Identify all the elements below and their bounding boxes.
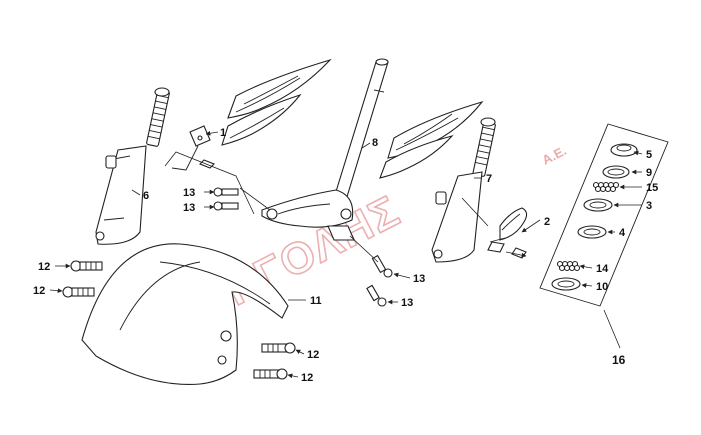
callout-13-a: 13 — [183, 187, 195, 199]
right-decal-graphic — [379, 100, 484, 179]
callout-11: 11 — [310, 295, 322, 307]
callout-3: 3 — [646, 200, 652, 212]
callout-10: 10 — [596, 281, 608, 293]
callout-6: 6 — [143, 190, 149, 202]
watermark-suffix: A.E. — [540, 143, 569, 168]
callout-labels: 1 2 3 4 5 6 7 8 9 10 11 12 12 12 12 13 1… — [33, 127, 658, 384]
front-fender — [81, 243, 289, 385]
bolts-13-lower — [366, 254, 393, 307]
bolts-12-left — [62, 260, 103, 298]
callout-13-c: 13 — [413, 273, 425, 285]
callout-13-d: 13 — [401, 297, 413, 309]
hose-bracket-left — [171, 125, 215, 171]
callout-12-d: 12 — [301, 372, 313, 384]
callout-5: 5 — [646, 149, 652, 161]
callout-9: 9 — [646, 167, 652, 179]
callout-1: 1 — [220, 127, 226, 139]
leader-lines — [49, 130, 643, 379]
bolts-12-right — [253, 342, 296, 380]
left-fork-leg — [95, 87, 170, 245]
callout-14: 14 — [596, 263, 609, 275]
steering-stem — [261, 58, 389, 241]
callout-15: 15 — [646, 182, 658, 194]
left-decal-graphic — [221, 58, 332, 146]
callout-7: 7 — [486, 173, 492, 185]
right-fork-leg — [431, 117, 496, 263]
callout-2: 2 — [544, 216, 550, 228]
callout-12-b: 12 — [33, 285, 45, 297]
callout-4: 4 — [619, 227, 626, 239]
bolt-pair-13-upper — [213, 187, 239, 211]
callout-12-c: 12 — [307, 349, 319, 361]
callout-12-a: 12 — [38, 261, 50, 273]
callout-8: 8 — [372, 137, 378, 149]
hose-clamp-right — [487, 207, 528, 259]
ball-bearings-upper — [592, 181, 620, 193]
callout-13-b: 13 — [183, 202, 195, 214]
callout-16: 16 — [612, 353, 626, 367]
ball-bearings-lower — [556, 260, 581, 272]
steering-bearing-kit — [539, 123, 669, 307]
